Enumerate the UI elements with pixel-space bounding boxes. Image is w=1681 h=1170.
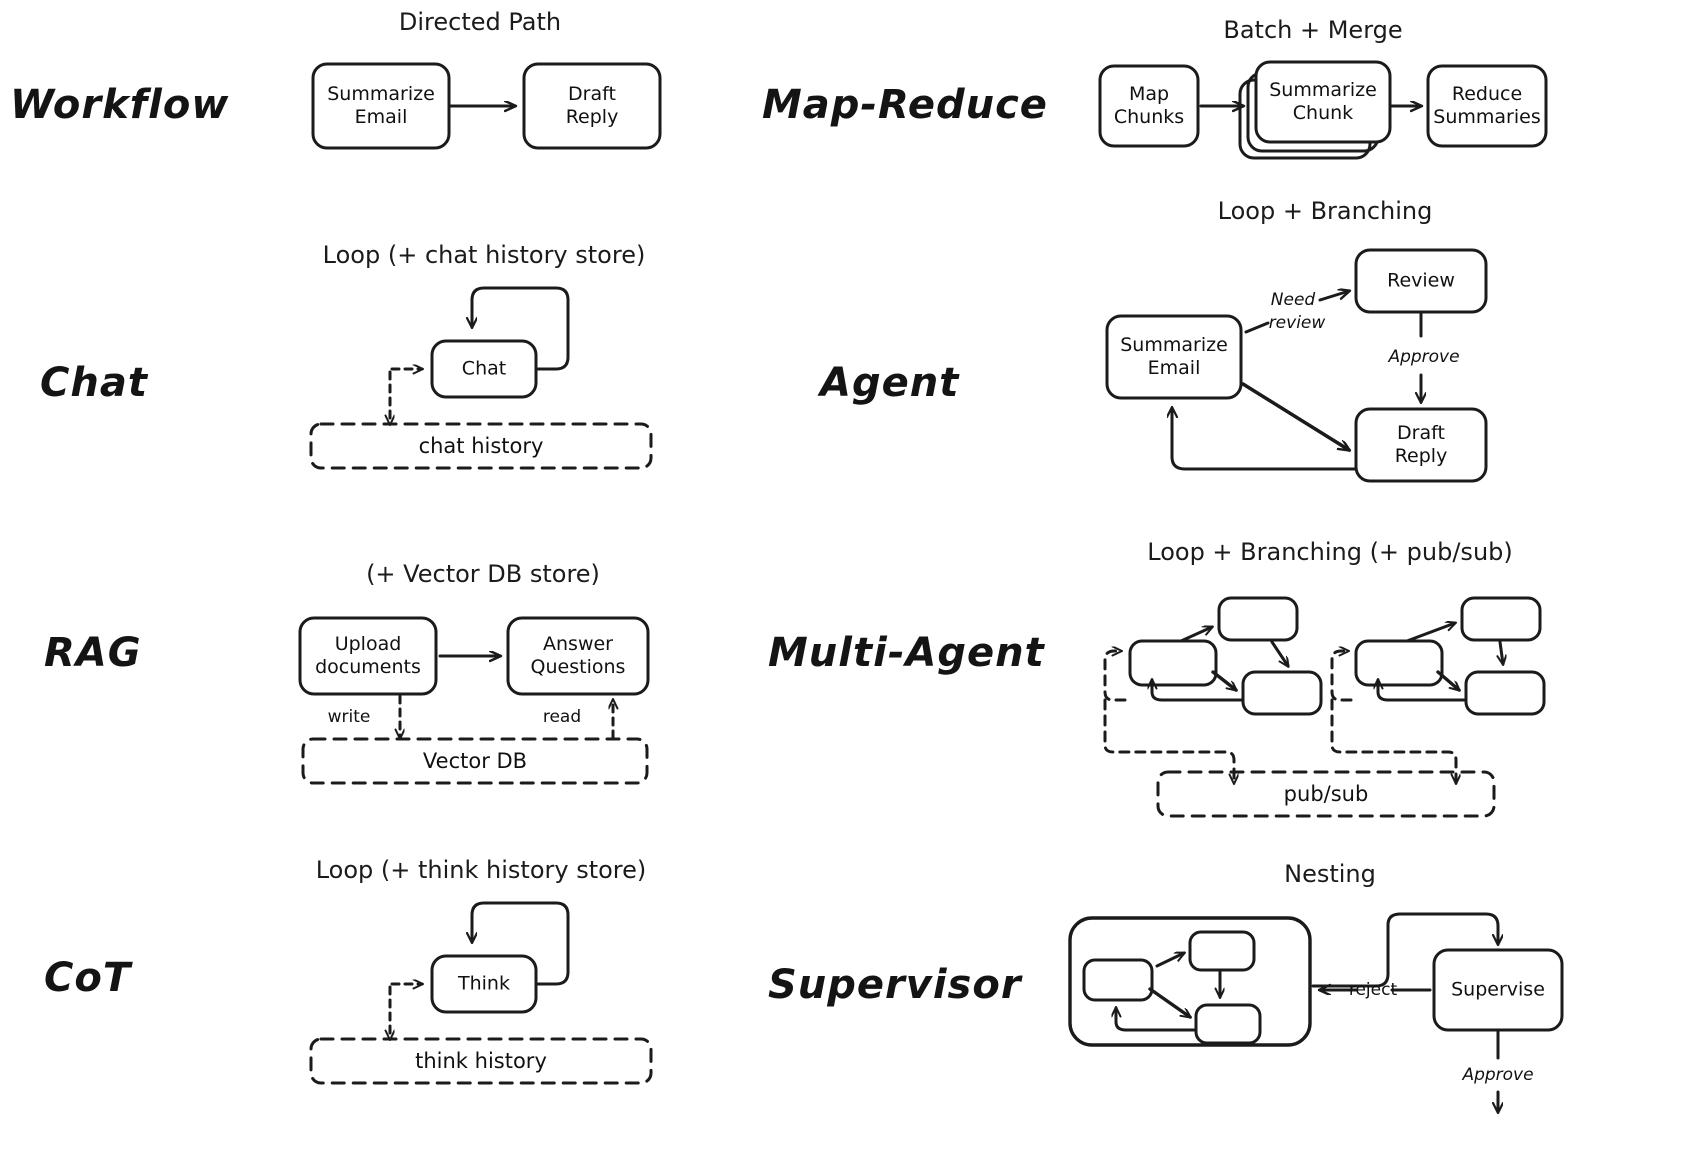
row-label-map-reduce: Map-Reduce	[762, 82, 1048, 128]
chat-graph	[309, 286, 653, 470]
multi-agent-cluster-b	[1330, 596, 1546, 783]
multi-agent-cluster-a	[1103, 596, 1323, 783]
agent-graph	[1105, 248, 1488, 483]
caption-chat-loop: Loop (+ chat history store)	[322, 241, 646, 269]
caption-nesting: Nesting	[1284, 860, 1376, 888]
row-label-chat: Chat	[40, 360, 148, 406]
supervisor-graph	[1068, 912, 1564, 1112]
row-label-multi-agent: Multi-Agent	[768, 630, 1045, 676]
row-label-agent: Agent	[820, 360, 960, 406]
map-reduce-graph	[1098, 60, 1548, 160]
workflow-graph	[311, 62, 662, 150]
cot-graph	[309, 901, 653, 1085]
row-label-workflow: Workflow	[10, 82, 230, 128]
row-label-rag: RAG	[44, 630, 142, 676]
caption-rag-store: (+ Vector DB store)	[366, 560, 600, 588]
rag-graph	[298, 616, 650, 785]
caption-agent-loop: Loop + Branching	[1217, 197, 1433, 225]
caption-batch-merge: Batch + Merge	[1223, 16, 1403, 44]
caption-multi-agent-loop: Loop + Branching (+ pub/sub)	[1147, 538, 1513, 566]
multi-agent-graph	[1103, 596, 1546, 818]
caption-directed-path: Directed Path	[398, 8, 562, 36]
row-label-cot: CoT	[44, 955, 132, 1001]
row-label-supervisor: Supervisor	[768, 962, 1022, 1008]
caption-cot-loop: Loop (+ think history store)	[315, 856, 647, 884]
